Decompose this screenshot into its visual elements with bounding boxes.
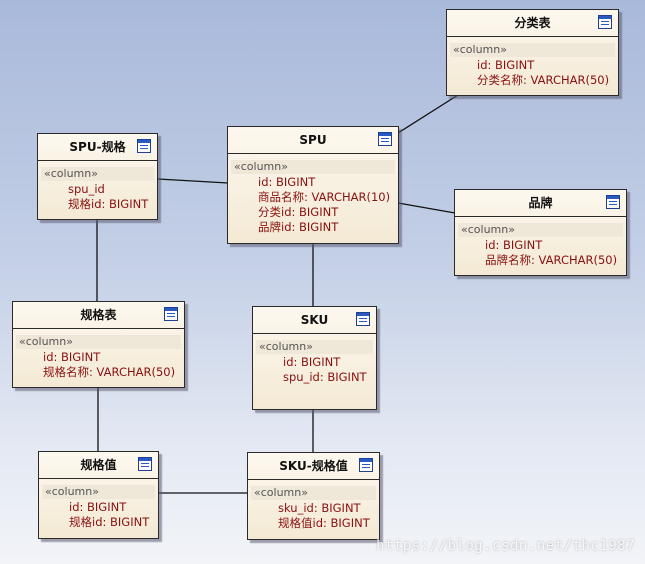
entity-header: SPU [228,127,398,154]
stereotype-label: «column» [256,340,373,354]
attribute: id: BIGINT [283,355,341,369]
entity-header: SKU-规格值 [248,453,379,480]
stereotype-label: «column» [231,160,395,174]
entity-header: 规格表 [13,302,184,329]
attribute: spu_id [68,182,105,196]
attribute: id: BIGINT [69,500,127,514]
table-icon [356,312,370,326]
entity-header: 分类表 [447,10,618,37]
attribute: sku_id: BIGINT [278,501,361,515]
connector-spu-spu-guige [157,178,229,184]
entity-title: SKU [300,313,329,327]
entity-pinpai[interactable]: 品牌 «column» id: BIGINT 品牌名称: VARCHAR(50) [454,189,627,276]
table-icon [138,457,152,471]
entity-title: SPU-规格 [69,140,126,154]
attribute: 分类id: BIGINT [258,205,339,219]
entity-title: 规格表 [80,308,117,322]
table-icon [378,132,392,146]
entity-title: 规格值 [80,458,117,472]
entity-header: 规格值 [39,452,158,479]
entity-header: SPU-规格 [38,134,157,161]
entity-title: SPU [299,133,327,147]
entity-title: 品牌 [528,196,553,210]
entity-sku-guigezhi[interactable]: SKU-规格值 «column» sku_id: BIGINT 规格值id: B… [247,452,380,540]
entity-sku[interactable]: SKU «column» id: BIGINT spu_id: BIGINT [252,306,377,410]
watermark-text: https://blog.csdn.net/thc1987 [376,538,635,554]
stereotype-label: «column» [42,485,155,499]
entity-guige[interactable]: 规格表 «column» id: BIGINT 规格名称: VARCHAR(50… [12,301,185,388]
attribute: 商品名称: VARCHAR(10) [258,190,391,204]
attribute: id: BIGINT [477,58,535,72]
table-icon [164,307,178,321]
attribute: 规格值id: BIGINT [278,516,370,530]
entity-fenlei[interactable]: 分类表 «column» id: BIGINT 分类名称: VARCHAR(50… [446,9,619,96]
table-icon [137,139,151,153]
attribute: 品牌名称: VARCHAR(50) [485,253,618,267]
table-icon [606,195,620,209]
attribute: spu_id: BIGINT [283,370,367,384]
stereotype-label: «column» [251,486,376,500]
attribute: id: BIGINT [258,175,316,189]
entity-title: SKU-规格值 [279,459,348,473]
attribute: 规格id: BIGINT [69,515,150,529]
stereotype-label: «column» [458,223,623,237]
table-icon [598,15,612,29]
attribute: 规格id: BIGINT [68,197,149,211]
stereotype-label: «column» [450,43,615,57]
stereotype-label: «column» [16,335,181,349]
entity-header: 品牌 [455,190,626,217]
entity-spu[interactable]: SPU «column» id: BIGINT 商品名称: VARCHAR(10… [227,126,399,244]
table-icon [359,458,373,472]
attribute: id: BIGINT [485,238,543,252]
attribute: 品牌id: BIGINT [258,220,339,234]
attribute: 分类名称: VARCHAR(50) [477,73,610,87]
attribute: id: BIGINT [43,350,101,364]
entity-guigezhi[interactable]: 规格值 «column» id: BIGINT 规格id: BIGINT [38,451,159,539]
stereotype-label: «column» [41,167,154,181]
entity-spu-guige[interactable]: SPU-规格 «column» spu_id 规格id: BIGINT [37,133,158,220]
connector-spu-fenlei [397,94,459,134]
attribute: 规格名称: VARCHAR(50) [43,365,176,379]
connector-spu-pinpai [397,202,456,214]
entity-title: 分类表 [514,16,551,30]
entity-header: SKU [253,307,376,334]
